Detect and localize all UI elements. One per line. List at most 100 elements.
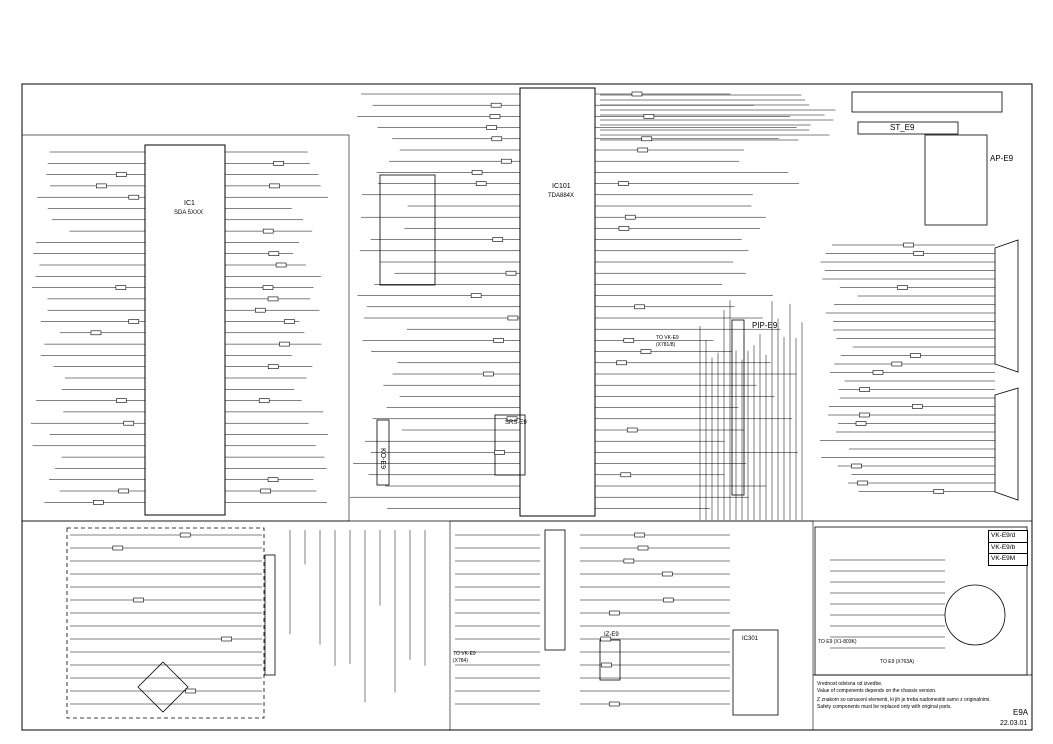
component <box>643 114 655 119</box>
component <box>859 387 870 392</box>
component <box>903 242 914 248</box>
component <box>470 293 482 298</box>
component <box>258 398 270 403</box>
scart-connector-2 <box>994 387 1019 501</box>
component <box>616 360 627 366</box>
component <box>500 158 512 164</box>
component <box>489 114 501 119</box>
variant-b: VK-E9/b <box>989 543 1027 554</box>
ic101-body <box>519 87 596 517</box>
component <box>851 463 862 469</box>
component <box>858 412 870 418</box>
date-label: 22.03.01 <box>1000 720 1028 727</box>
ic101-ref: IC101 <box>552 183 571 190</box>
pip-e9-label: PIP-E9 <box>752 321 778 330</box>
component <box>90 330 102 336</box>
component <box>275 262 287 268</box>
power-supply-frame <box>66 527 265 719</box>
component <box>912 404 923 409</box>
component <box>933 489 945 494</box>
component <box>254 307 266 313</box>
note-2-en: Safety components must be replaced only … <box>817 704 952 710</box>
component <box>128 194 140 200</box>
component <box>269 183 280 189</box>
component <box>492 237 504 242</box>
component <box>118 488 129 494</box>
component <box>891 361 903 367</box>
component <box>910 353 921 358</box>
component <box>115 285 127 290</box>
component <box>179 532 191 538</box>
to-vk-e9-bottom-sub: (X784) <box>453 658 469 664</box>
component <box>185 688 196 694</box>
component <box>260 488 272 494</box>
component <box>661 571 673 577</box>
ic1-body <box>144 144 226 516</box>
component <box>601 662 612 668</box>
note-1-local: Vrednost odvisna od izvedbe. <box>817 681 883 687</box>
note-2-local: Z znakom so oznaceni elementi, ki jih je… <box>817 697 991 703</box>
crt-tube <box>944 584 1006 646</box>
component <box>913 251 924 256</box>
component <box>490 102 502 108</box>
micro-block-frame <box>21 134 350 522</box>
ko-e9-label: KO-E9 <box>379 447 387 470</box>
to-vk-e9-top-sub: (X781/8) <box>656 342 676 348</box>
ap-e9-block <box>924 134 988 226</box>
to-e9-left: TO E9 (X1-803K) <box>818 639 857 645</box>
component <box>623 338 635 343</box>
component <box>493 338 504 343</box>
component <box>284 319 295 324</box>
component <box>600 636 612 642</box>
transformer-2 <box>544 529 566 651</box>
srs-e9-label: SRS-E9 <box>505 420 527 426</box>
component <box>609 610 620 616</box>
component <box>855 421 867 426</box>
component <box>273 161 284 166</box>
component <box>112 545 124 551</box>
component <box>494 450 505 455</box>
component <box>663 597 674 603</box>
component <box>608 701 620 707</box>
component <box>123 420 135 426</box>
transformer-1 <box>264 554 276 676</box>
component <box>637 545 649 551</box>
component <box>857 480 868 486</box>
component <box>623 558 635 564</box>
component <box>620 472 632 478</box>
component <box>267 477 279 483</box>
iz-e9-frame <box>599 639 621 681</box>
component <box>634 532 645 538</box>
variant-box: VK-E9/d VK-E9/b VK-E9M <box>988 530 1028 566</box>
iz-e9-label: IZ-E9 <box>604 632 619 638</box>
component <box>641 136 653 142</box>
ic1-ref: IC1 <box>184 200 195 207</box>
ap-e9-label: AP-E9 <box>990 154 1014 163</box>
ic301-body <box>732 629 779 716</box>
component <box>93 499 104 505</box>
top-connector-strip <box>851 91 1003 113</box>
variant-m: VK-E9M <box>991 555 1016 562</box>
component <box>267 296 279 302</box>
component <box>128 319 140 324</box>
scart-connector-1 <box>994 239 1019 373</box>
component <box>221 636 232 642</box>
component <box>637 147 649 153</box>
component <box>624 214 636 220</box>
component <box>486 125 497 130</box>
component <box>96 183 107 189</box>
component <box>483 371 494 377</box>
component <box>618 181 629 186</box>
component <box>116 398 127 403</box>
component <box>507 315 519 321</box>
component <box>262 285 274 290</box>
component <box>872 370 884 375</box>
component <box>491 136 503 142</box>
component <box>279 341 290 347</box>
st-e9-box <box>857 121 959 135</box>
component <box>640 349 652 354</box>
ic301-label: IC301 <box>742 636 759 642</box>
ic101-part: TDA884X <box>548 193 575 199</box>
component <box>115 172 127 177</box>
